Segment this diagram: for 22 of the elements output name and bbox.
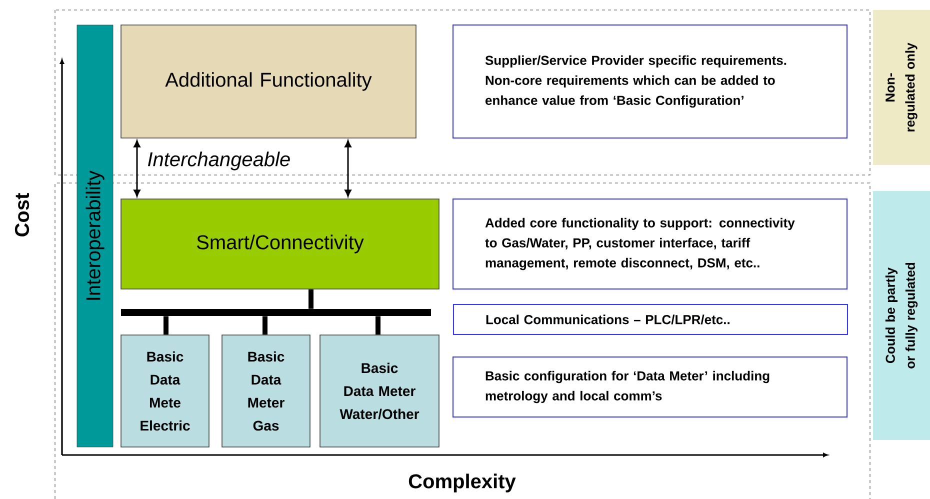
layer-box: Additional Functionality [120, 24, 416, 138]
meter-box: Basic Data Meter Water/Other [320, 334, 440, 448]
italic-label: Interchangeable [148, 152, 290, 170]
interoperability-bar: Interoperability [76, 24, 114, 448]
description-box: Added core functionality to support: connectivity to Gas/Water, PP, customer interface, tariff management, remote disconnect, DSM, etc.. [452, 198, 848, 290]
meter-box: Basic Data Mete Electric [120, 334, 210, 448]
axis-title: Cost [14, 193, 30, 236]
description-box: Local Communications – PLC/LPR/etc.. [453, 304, 848, 335]
connector-line [308, 289, 314, 309]
connector-line [164, 316, 168, 335]
connector-line [262, 316, 268, 335]
layer-box: Smart/Connectivity [120, 198, 440, 290]
regulation-band: Could be partly or fully regulated [873, 191, 930, 440]
axis-title: Complexity [408, 474, 516, 492]
regulation-band: Non-regulated only [873, 10, 930, 165]
communication-bus [121, 309, 431, 316]
description-box: Supplier/Service Provider specific requirements. Non-core requirements which can be added to enhance value from ‘Basic Configuration’ [452, 24, 848, 138]
double-arrow [134, 140, 140, 197]
description-box: Basic configuration for ‘Data Meter’ including metrology and local comm’s [452, 356, 848, 418]
meter-box: Basic Data Meter Gas [222, 334, 310, 448]
connector-line [376, 316, 380, 335]
double-arrow [344, 140, 352, 197]
